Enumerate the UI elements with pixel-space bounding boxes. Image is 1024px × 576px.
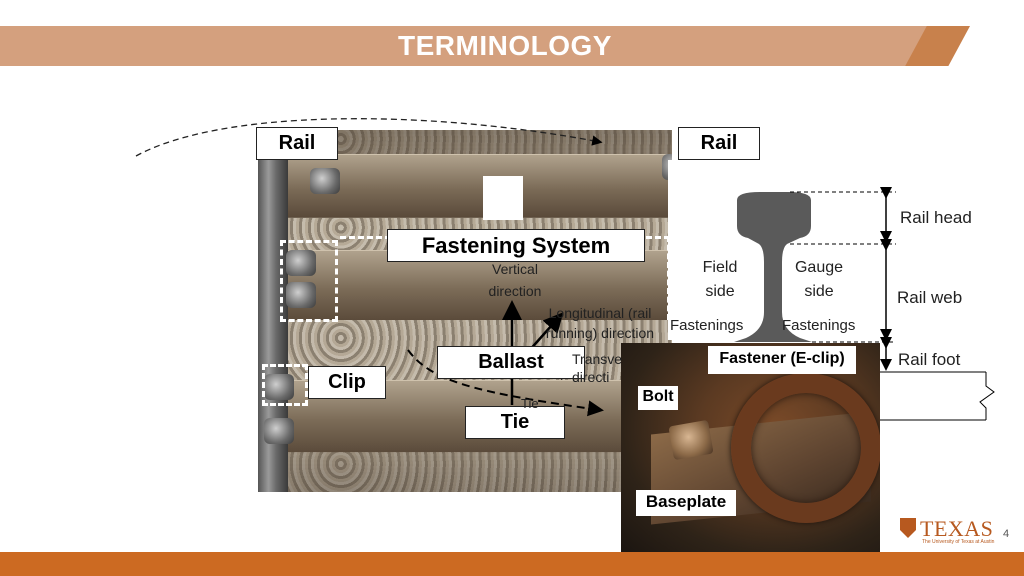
- white-patch: [483, 176, 523, 220]
- tie-small-text: Tie: [521, 396, 539, 411]
- label-fastener-eclip: Fastener (E-clip): [708, 346, 856, 374]
- label-rail-left: Rail: [256, 127, 338, 160]
- highlight-box: [280, 240, 338, 322]
- label-rail-right: Rail: [678, 127, 760, 160]
- dashed-arc: [135, 118, 603, 157]
- rail-head-text: Rail head: [900, 208, 972, 227]
- transverse-line1: Transve: [572, 351, 622, 367]
- photo-clip-shape: [662, 154, 672, 180]
- logo-sub: The University of Texas at Austin: [922, 539, 995, 545]
- photo-clip-shape: [310, 168, 340, 194]
- label-tie: Tie: [465, 406, 565, 439]
- break-mark: [979, 372, 995, 420]
- longitudinal-line2: running) direction: [545, 325, 655, 341]
- title-band: [0, 26, 970, 66]
- vertical-line1: Vertical: [492, 261, 538, 277]
- longitudinal-line1: Longitudinal (rail: [548, 305, 652, 321]
- shield-icon: [900, 518, 916, 538]
- white-patch: [668, 160, 738, 340]
- label-fastening-system: Fastening System: [387, 229, 645, 262]
- vertical-direction-text: Vertical direction: [470, 260, 560, 300]
- photo-tie: [288, 154, 672, 217]
- page-number: 4: [1003, 528, 1010, 540]
- transverse-direction-text: Transve directi: [572, 350, 622, 386]
- gauge-line2: side: [804, 283, 834, 300]
- fastenings-right-text: Fastenings: [782, 317, 856, 334]
- label-clip: Clip: [308, 366, 386, 399]
- photo-clip-shape: [286, 282, 316, 308]
- vertical-line2: direction: [488, 283, 542, 299]
- gauge-side-text: Gauge side: [784, 256, 854, 304]
- ballast-strip: [258, 452, 672, 492]
- tie-dashed-arrow: [407, 349, 604, 417]
- transverse-line2: directi: [572, 369, 610, 385]
- label-bolt: Bolt: [638, 386, 678, 410]
- logo-word: TEXAS: [920, 516, 994, 541]
- highlight-box: [262, 364, 308, 406]
- eclip-photo: [621, 343, 880, 556]
- label-baseplate: Baseplate: [636, 490, 736, 516]
- texas-logo: TEXAS The University of Texas at Austin: [900, 516, 1000, 548]
- bottom-band: [0, 552, 1024, 576]
- rail-web-text: Rail web: [897, 288, 963, 307]
- fastenings-left-text: Fastenings: [670, 317, 744, 334]
- gauge-line1: Gauge: [794, 259, 844, 276]
- slide-title: TERMINOLOGY: [398, 30, 612, 61]
- label-ballast: Ballast: [437, 346, 585, 379]
- field-line1: Field: [702, 259, 738, 276]
- photo-clip-shape: [264, 418, 294, 444]
- rail-profile: [734, 192, 812, 342]
- rail-foot-text: Rail foot: [898, 350, 961, 369]
- longitudinal-direction-text: Longitudinal (rail running) direction: [530, 304, 670, 342]
- photo-clip-shape: [286, 250, 316, 276]
- photo-clip-shape: [264, 374, 294, 400]
- field-side-text: Field side: [690, 256, 750, 304]
- field-line2: side: [705, 283, 735, 300]
